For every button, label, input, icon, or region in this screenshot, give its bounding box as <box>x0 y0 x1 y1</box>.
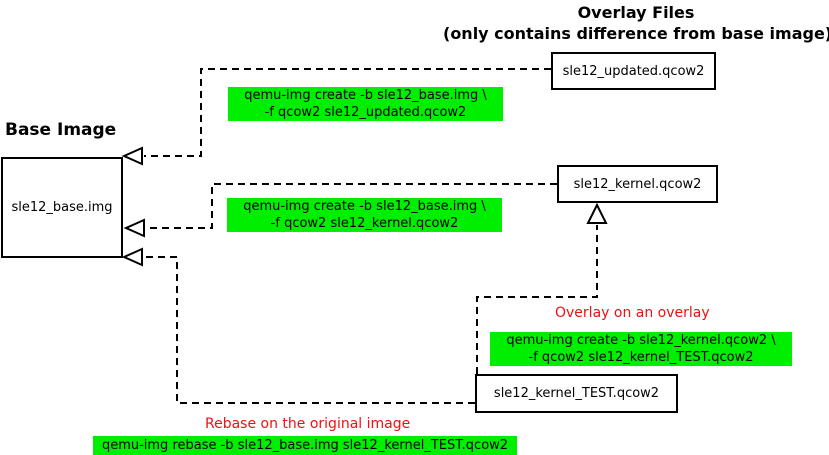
command-line: qemu-img create -b sle12_kernel.qcow2 \ <box>506 333 776 348</box>
updated-overlay-box: sle12_updated.qcow2 <box>551 52 716 90</box>
command-create-updated: qemu-img create -b sle12_base.img \ -f q… <box>228 87 503 121</box>
rebase-on-original-note: Rebase on the original image <box>205 416 411 432</box>
updated-overlay-box-label: sle12_updated.qcow2 <box>562 63 705 79</box>
base-image-label: Base Image <box>5 120 117 140</box>
title-line-2: (only contains difference from base imag… <box>443 24 829 43</box>
arrowhead-left-icon <box>121 247 143 267</box>
command-line: qemu-img create -b sle12_base.img \ <box>244 88 487 103</box>
command-line: qemu-img create -b sle12_base.img \ <box>243 199 486 214</box>
title-line-1: Overlay Files <box>577 3 695 22</box>
base-image-box-label: sle12_base.img <box>11 200 113 215</box>
command-create-kernel: qemu-img create -b sle12_base.img \ -f q… <box>227 198 502 232</box>
command-line: -f qcow2 sle12_kernel.qcow2 <box>270 216 459 231</box>
overlay-on-overlay-note: Overlay on an overlay <box>555 305 710 321</box>
arrowhead-left-icon <box>121 146 143 166</box>
command-create-kernel-test: qemu-img create -b sle12_kernel.qcow2 \ … <box>490 332 792 366</box>
kernel-overlay-box: sle12_kernel.qcow2 <box>557 165 718 203</box>
kernel-test-overlay-box: sle12_kernel_TEST.qcow2 <box>475 374 678 413</box>
arrowhead-left-icon <box>123 218 145 238</box>
diagram-title: Overlay Files (only contains difference … <box>443 2 829 44</box>
command-line: -f qcow2 sle12_kernel_TEST.qcow2 <box>528 350 754 365</box>
command-line: -f qcow2 sle12_updated.qcow2 <box>264 105 467 120</box>
base-image-box: sle12_base.img <box>1 157 123 258</box>
kernel-test-overlay-box-label: sle12_kernel_TEST.qcow2 <box>493 386 660 401</box>
kernel-overlay-box-label: sle12_kernel.qcow2 <box>573 176 702 192</box>
connector-test-to-base-rebase <box>144 256 475 404</box>
command-rebase: qemu-img rebase -b sle12_base.img sle12_… <box>93 436 517 455</box>
command-line: qemu-img rebase -b sle12_base.img sle12_… <box>101 438 509 453</box>
arrowhead-up-icon <box>586 202 608 224</box>
